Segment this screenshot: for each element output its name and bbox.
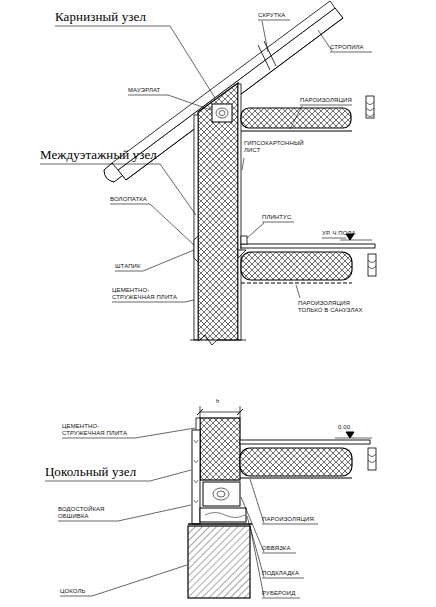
- part-label: ПАРОИЗОЛЯЦИЯ: [300, 97, 352, 104]
- leader-line: [112, 300, 194, 302]
- leader-line: [250, 526, 300, 598]
- leader-line: [110, 204, 194, 245]
- drawing-stroke: [212, 104, 232, 122]
- node-heading: Карнизный узел: [55, 9, 146, 24]
- drawing-stroke: [190, 335, 246, 345]
- upper-wall-part: [190, 83, 246, 345]
- drawing-stroke: [366, 96, 374, 118]
- part-label: СКРУТКА: [258, 12, 285, 19]
- part-label: ШТАПИК: [115, 263, 141, 270]
- leader-line: [115, 250, 194, 271]
- drawing-stroke: [241, 283, 352, 284]
- drawing-stroke: [188, 523, 252, 525]
- drawing-stroke: [238, 250, 246, 258]
- part-label: ПЛИНТУС: [262, 214, 291, 221]
- drawing-stroke: [205, 513, 245, 518]
- leader-line: [258, 20, 290, 52]
- drawing-stroke: [188, 526, 250, 598]
- part-label: h: [216, 398, 219, 405]
- part-label: СТРОПИЛА: [330, 44, 364, 51]
- drawing-stroke: [237, 409, 243, 415]
- drawing-stroke: [335, 438, 372, 439]
- leader-line: [55, 26, 215, 98]
- leader-line: [247, 222, 294, 238]
- part-label: ГИПСОКАРТОННЫЙ ЛИСТ: [244, 140, 304, 154]
- drawing-stroke: [219, 111, 225, 116]
- drawing-stroke: [258, 45, 270, 70]
- drawing-stroke: [213, 488, 229, 500]
- drawing-stroke: [368, 448, 376, 470]
- drawing-stroke: [241, 252, 352, 280]
- part-label: ВОЛОПАТКА: [110, 196, 147, 203]
- drawing-stroke: [203, 482, 240, 506]
- part-label: ЦОКОЛЬ: [60, 588, 85, 595]
- part-label: ЦЕМЕНТНО-СТРУЖЕЧНАЯ ПЛИТА: [112, 287, 190, 301]
- drawing-stroke: [240, 448, 352, 476]
- leader-line: [296, 285, 300, 298]
- leader-line: [247, 516, 304, 578]
- part-label: ПАРОИЗОЛЯЦИЯ ТОЛЬКО В САНУЗЛАХ: [298, 300, 370, 314]
- drawing-stroke: [216, 108, 228, 118]
- drawing-stroke: [366, 102, 374, 117]
- drawing-stroke: [368, 260, 376, 269]
- drawing-stroke: [200, 412, 240, 413]
- interfloor-part: [194, 234, 376, 283]
- drawing-stroke: [198, 83, 238, 340]
- drawing-stroke: [346, 432, 354, 438]
- ceiling-part: [241, 96, 374, 131]
- drawing-stroke: [368, 454, 376, 463]
- part-label: ОБВЯЗКА: [262, 545, 291, 552]
- drawing-stroke: [200, 508, 246, 522]
- drawing-stroke: [192, 430, 200, 524]
- base-part: [188, 406, 376, 598]
- part-label: ВОДОСТОЙКАЯ ОБШИВКА: [58, 506, 118, 520]
- leader-line: [290, 105, 352, 129]
- drawing-stroke: [194, 440, 198, 503]
- drawing-stroke: [194, 115, 198, 340]
- drawing-stroke: [194, 236, 198, 262]
- part-label: УР. Ч ПОЛА: [322, 230, 356, 237]
- leader-line: [242, 158, 244, 170]
- leader-line: [60, 565, 187, 596]
- drawing-stroke: [197, 409, 203, 415]
- drawing-stroke: [340, 240, 372, 241]
- part-label: ПОДКЛАДКА: [262, 570, 299, 577]
- drawing-stroke: [241, 236, 247, 244]
- leaders-part: [40, 20, 372, 598]
- drawing-stroke: [240, 477, 352, 478]
- part-label: ЦЕМЕНТНО-СТРУЖЕЧНАЯ ПЛИТА: [62, 423, 140, 437]
- leader-line: [128, 95, 211, 110]
- drawing-stroke: [241, 244, 375, 248]
- part-label: 0.00: [338, 424, 350, 431]
- drawing-stroke: [200, 418, 240, 480]
- drawing-stroke: [264, 41, 276, 66]
- part-label: МАУЭРЛАТ: [128, 87, 160, 94]
- node-heading: Междуэтажный узел: [40, 147, 157, 162]
- leader-line: [40, 164, 196, 215]
- part-label: ПАРОИЗОЛЯЦИЯ: [262, 516, 314, 523]
- leader-line: [250, 479, 318, 524]
- leader-line: [322, 238, 346, 239]
- node-heading: Цокольный узел: [45, 464, 136, 479]
- drawing-stroke: [241, 130, 352, 131]
- leader-line: [318, 30, 372, 52]
- drawing-stroke: [368, 254, 376, 276]
- leader-line: [58, 505, 191, 521]
- part-label: РУБЕРОИД: [262, 590, 295, 597]
- drawing-stroke: [104, 163, 122, 182]
- drawing-stroke: [217, 491, 225, 497]
- drawing-stroke: [238, 84, 241, 340]
- drawing-stroke: [240, 440, 370, 444]
